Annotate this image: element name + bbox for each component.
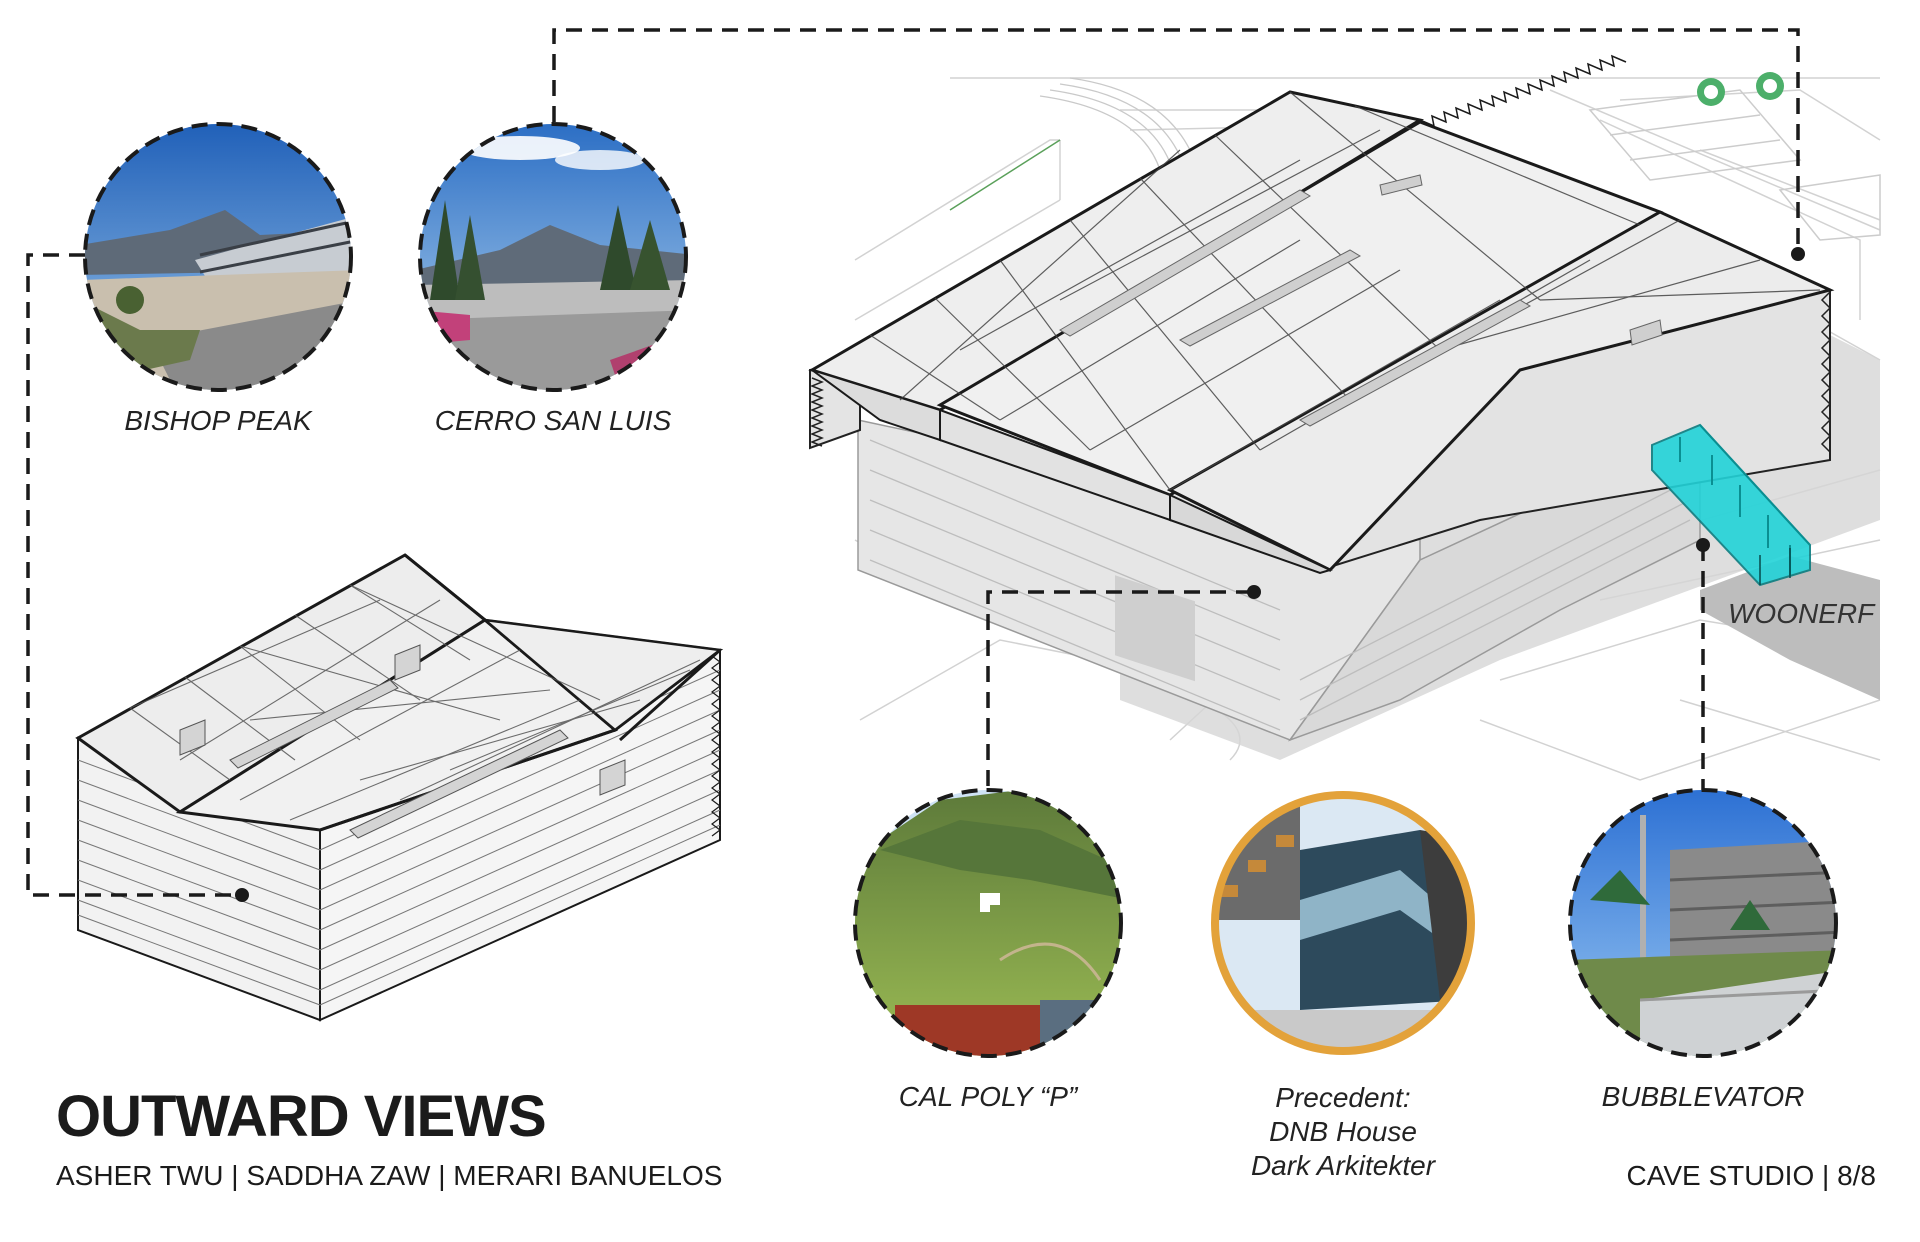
main-building-roof (808, 54, 1835, 575)
caption-bubblevator: BUBBLEVATOR (1601, 1081, 1805, 1112)
photo-cerro-san-luis (420, 124, 686, 390)
page-title: OUTWARD VIEWS (56, 1084, 547, 1149)
tree-icons (1697, 72, 1784, 106)
photo-bubblevator (1570, 790, 1836, 1056)
caption-precedent-line-3: Dark Arkitekter (1250, 1150, 1436, 1181)
studio-page-number: CAVE STUDIO | 8/8 (1626, 1160, 1876, 1191)
caption-bishop-peak: BISHOP PEAK (124, 405, 312, 436)
caption-cerro-san-luis: CERRO SAN LUIS (434, 405, 672, 436)
parking-structure (857, 419, 1701, 742)
caption-precedent-line-1: Precedent: (1275, 1082, 1411, 1113)
frame-cerro-san-luis (418, 122, 688, 392)
tennis-courts (1588, 89, 1881, 241)
caption-precedent: Precedent: DNB House Dark Arkitekter (1223, 1081, 1463, 1183)
connector-dots (235, 247, 1805, 902)
caption-cal-poly-p: CAL POLY “P” (898, 1081, 1078, 1112)
track-arcs (1039, 77, 1197, 171)
frame-precedent (1211, 791, 1475, 1055)
bubblevator-tube (1651, 423, 1811, 587)
frame-cal-poly-p (853, 788, 1123, 1058)
photo-bishop-peak (85, 124, 351, 390)
frame-bubblevator (1568, 788, 1838, 1058)
woonerf-label: WOONERF (1728, 598, 1875, 629)
woonerf-zone (1700, 556, 1880, 700)
frame-bishop-peak (83, 122, 353, 392)
dashed-connectors (26, 28, 1800, 897)
authors-line: ASHER TWU | SADDHA ZAW | MERARI BANUELOS (56, 1160, 723, 1191)
green-site-line (949, 139, 1061, 211)
photo-cal-poly-p (855, 790, 1121, 1056)
small-building-model (75, 553, 724, 1022)
caption-precedent-line-2: DNB House (1269, 1116, 1417, 1147)
